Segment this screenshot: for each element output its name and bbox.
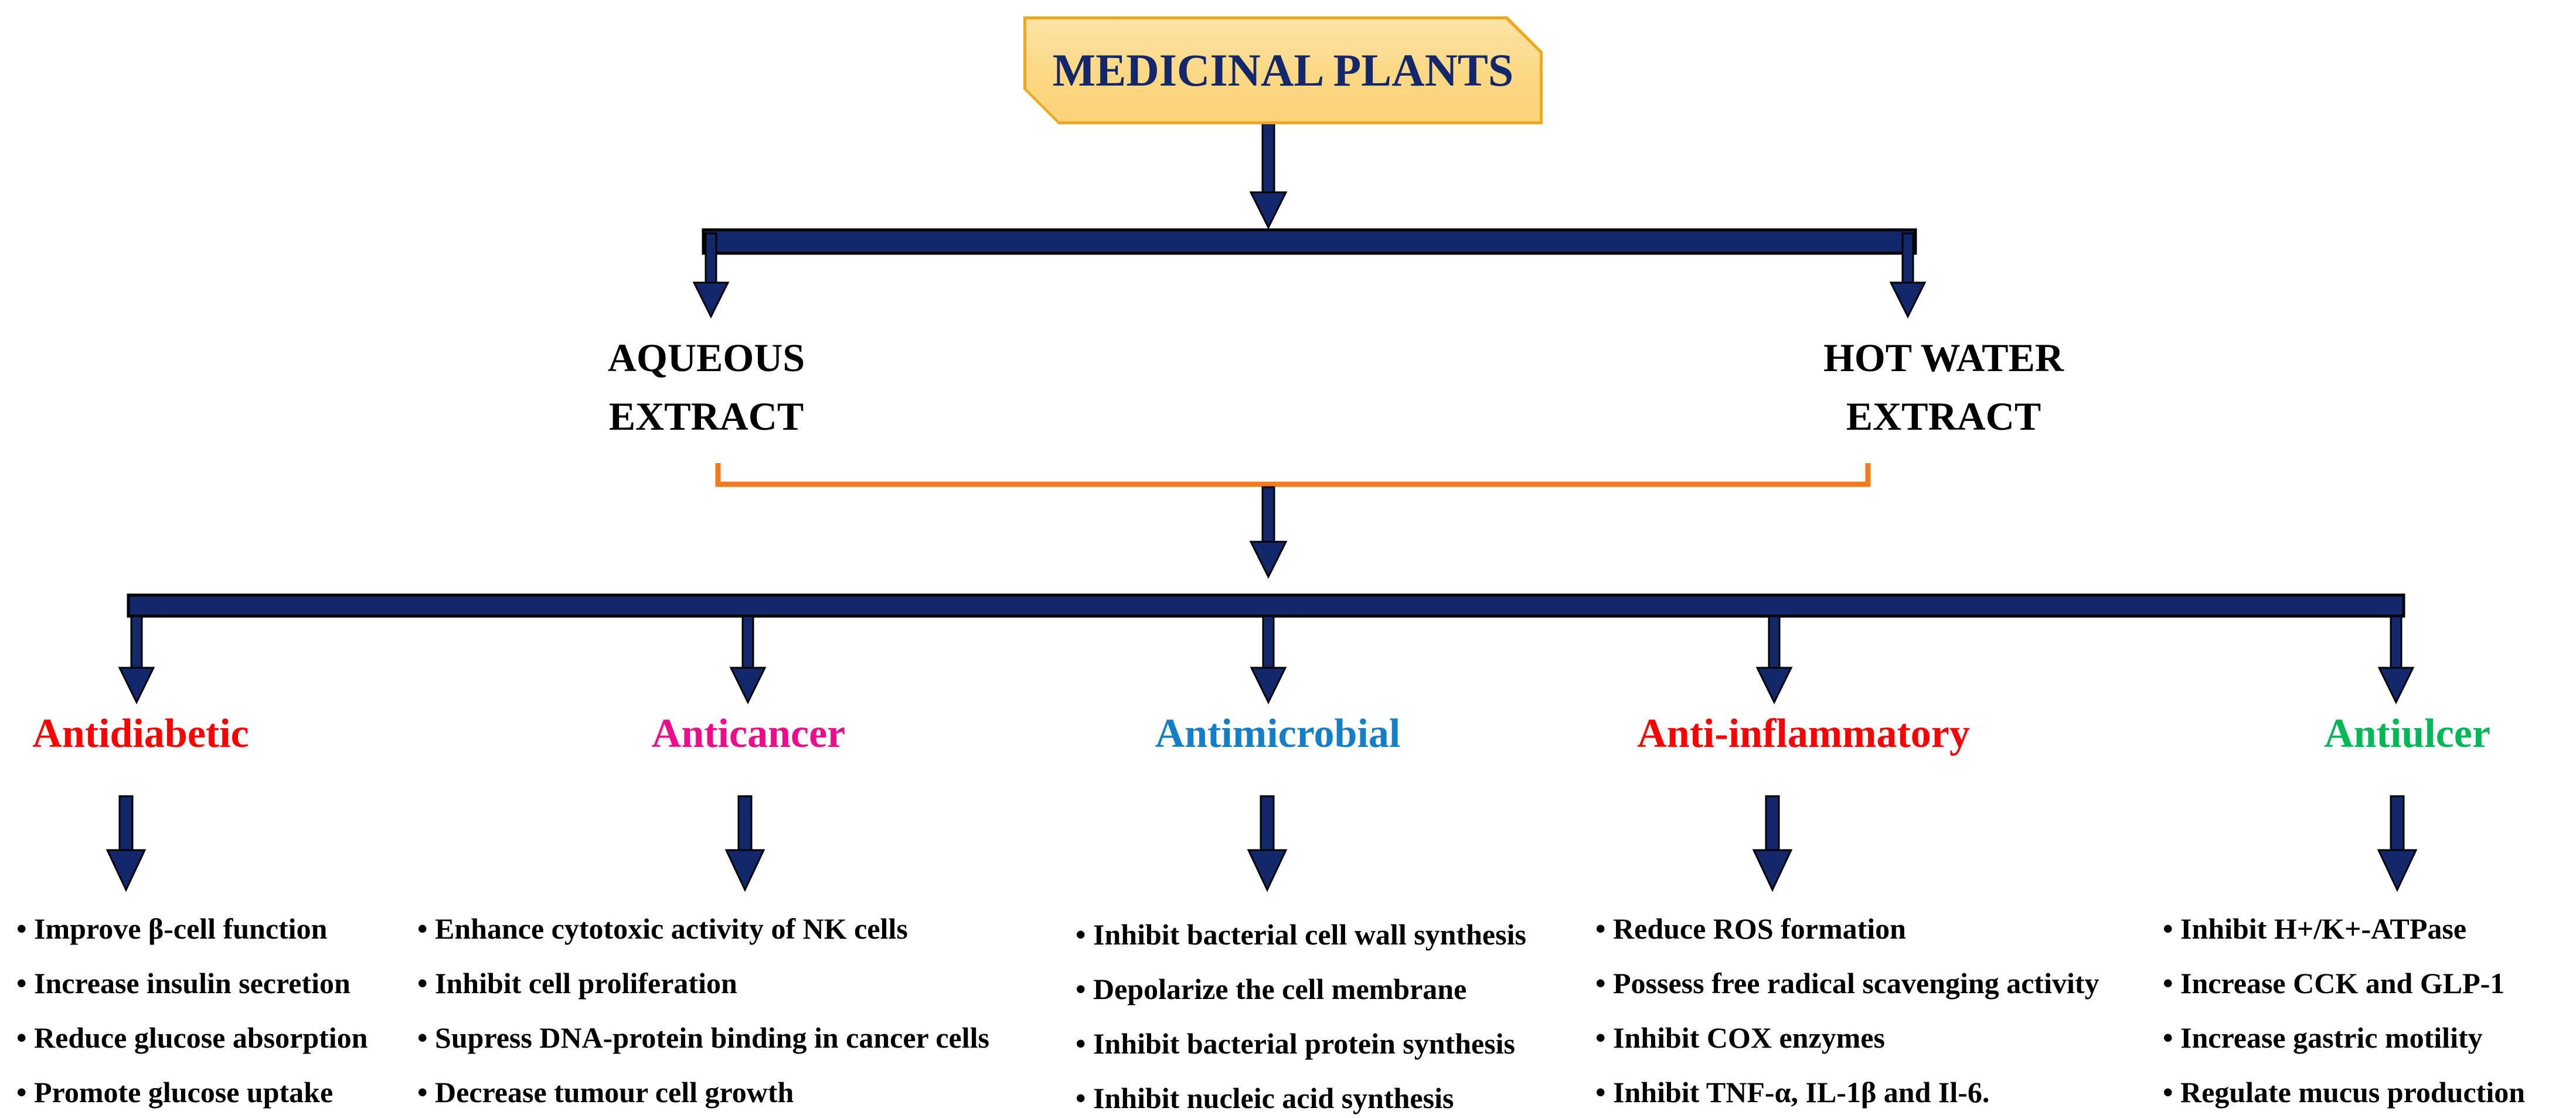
bullet-item: Inhibit H+/K+-ATPase: [2163, 902, 2525, 956]
bullet-item: Inhibit COX enzymes: [1595, 1011, 2099, 1065]
bullet-item: Reduce ROS formation: [1595, 902, 2099, 956]
bullet-item: Depolarize the cell membrane: [1076, 962, 1526, 1017]
diagram-title: MEDICINAL PLANTS: [1052, 45, 1514, 96]
arrow-anticancer-to-list: [724, 795, 765, 892]
anti-inflammatory-bullet-list: Reduce ROS formation Possess free radica…: [1595, 902, 2099, 1118]
arrow-to-antidiabetic: [118, 615, 155, 705]
bullet-item: Inhibit bacterial protein synthesis: [1076, 1017, 1526, 1071]
antidiabetic-bullet-list: Improve β-cell function Increase insulin…: [16, 902, 367, 1118]
arrow-root-to-extract-bar: [1249, 122, 1288, 230]
arrow-to-anti-inflammatory: [1755, 615, 1793, 705]
medicinal-plants-box-fill: MEDICINAL PLANTS: [1026, 19, 1540, 121]
activity-branch-bar: [127, 593, 2405, 618]
bullet-item: Increase gastric motility: [2163, 1011, 2525, 1065]
arrow-bracket-to-activity-bar: [1249, 486, 1288, 579]
arrow-anti-inflammatory-to-list: [1752, 795, 1793, 892]
bullet-item: Inhibit bacterial cell wall synthesis: [1076, 908, 1526, 962]
bullet-item: Decrease tumour cell growth: [417, 1065, 989, 1118]
bullet-item: Increase CCK and GLP-1: [2163, 956, 2525, 1011]
extract-branch-bar: [702, 228, 1917, 255]
bullet-item: Inhibit nucleic acid synthesis: [1076, 1071, 1526, 1118]
branch-label-antimicrobial: Antimicrobial: [1155, 711, 1401, 756]
branch-label-antidiabetic: Antidiabetic: [32, 711, 249, 756]
bullet-item: Reduce glucose absorption: [16, 1011, 367, 1065]
branch-label-anti-inflammatory: Anti-inflammatory: [1637, 711, 1970, 756]
hot-water-extract-label: HOT WATER EXTRACT: [1823, 335, 2064, 439]
antiulcer-bullet-list: Inhibit H+/K+-ATPase Increase CCK and GL…: [2163, 902, 2525, 1118]
arrow-to-antiulcer: [2377, 615, 2415, 705]
bullet-item: Enhance cytotoxic activity of NK cells: [417, 902, 989, 956]
bullet-item: Inhibit TNF-α, IL-1β and Il-6.: [1595, 1065, 2099, 1118]
branch-label-antiulcer: Antiulcer: [2324, 711, 2490, 756]
bullet-item: Inhibit cell proliferation: [417, 956, 989, 1011]
aqueous-extract-label: AQUEOUS EXTRACT: [607, 335, 805, 439]
bullet-item: Regulate mucus production: [2163, 1065, 2525, 1118]
arrow-to-hot-water-extract: [1889, 232, 1927, 319]
bullet-item: Possess free radical scavenging activity: [1595, 956, 2099, 1011]
arrow-to-antimicrobial: [1250, 615, 1287, 705]
bullet-item: Increase insulin secretion: [16, 956, 367, 1011]
bullet-item: Improve β-cell function: [16, 902, 367, 956]
antimicrobial-bullet-list: Inhibit bacterial cell wall synthesis De…: [1076, 908, 1526, 1118]
arrow-to-anticancer: [729, 615, 767, 705]
branch-label-anticancer: Anticancer: [651, 711, 846, 756]
arrow-antiulcer-to-list: [2377, 795, 2418, 892]
arrow-antidiabetic-to-list: [106, 795, 147, 892]
medicinal-plants-box: MEDICINAL PLANTS: [1023, 16, 1543, 124]
anticancer-bullet-list: Enhance cytotoxic activity of NK cells I…: [417, 902, 989, 1118]
arrow-antimicrobial-to-list: [1247, 795, 1288, 892]
bullet-item: Supress DNA-protein binding in cancer ce…: [417, 1011, 989, 1065]
bullet-item: Promote glucose uptake: [16, 1065, 367, 1118]
extract-join-bracket: [715, 463, 1871, 487]
arrow-to-aqueous-extract: [692, 232, 730, 319]
